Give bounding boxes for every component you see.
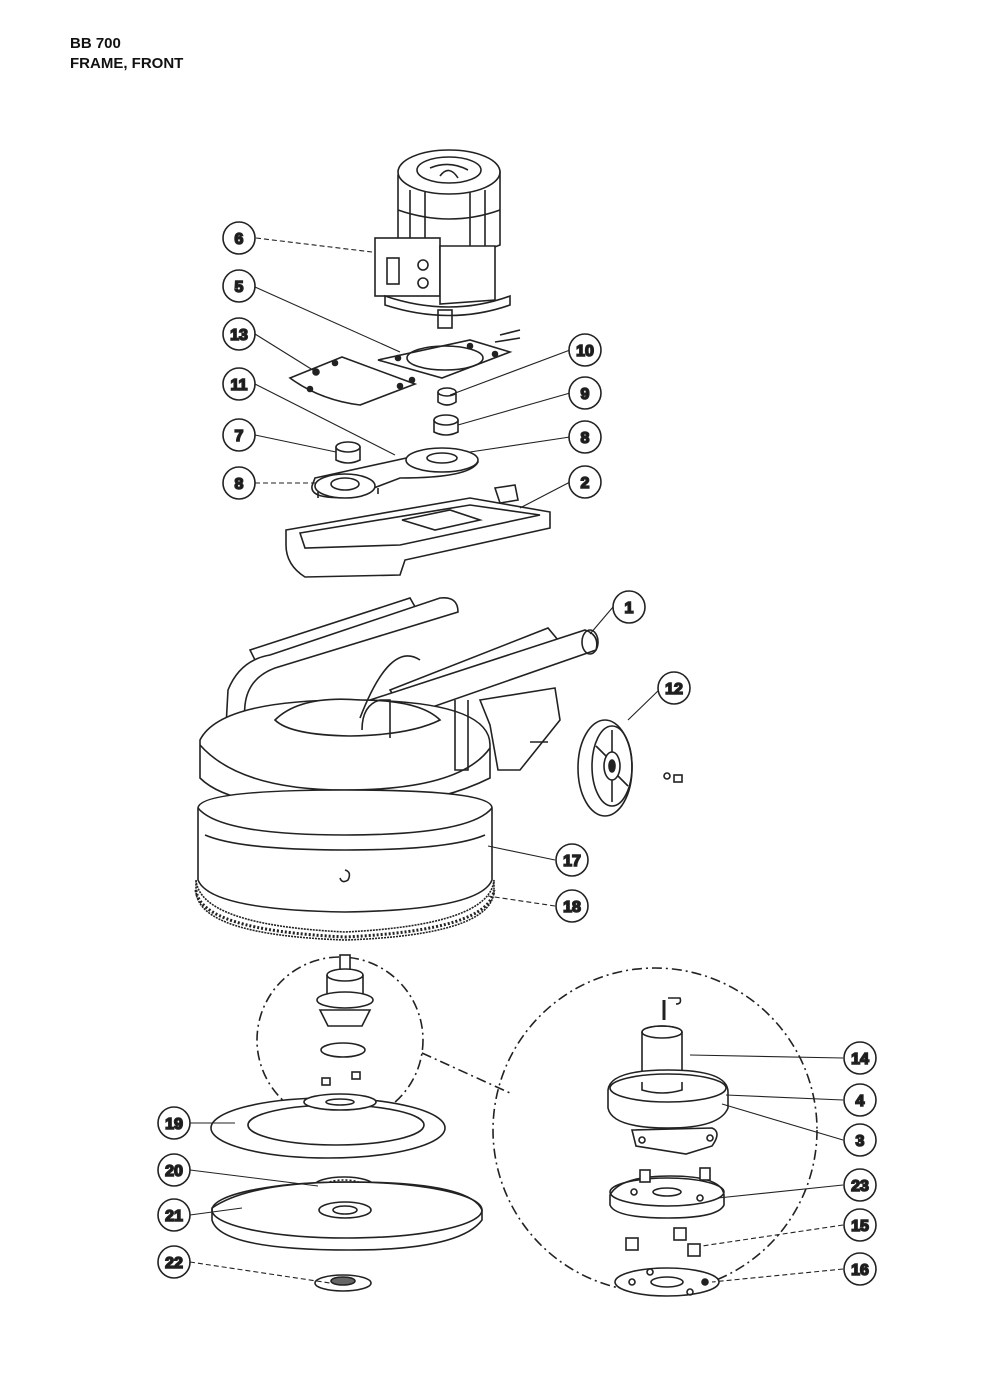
callout-12: 12 xyxy=(657,671,691,705)
svg-text:15: 15 xyxy=(851,1218,869,1235)
hub-part xyxy=(314,1274,372,1292)
callout-23: 23 xyxy=(843,1168,877,1202)
callout-7: 7 xyxy=(222,418,256,452)
callout-6: 6 xyxy=(222,221,256,255)
svg-text:5: 5 xyxy=(235,279,244,296)
motor-plate-part xyxy=(285,484,551,578)
svg-text:4: 4 xyxy=(856,1093,865,1110)
wheel-part xyxy=(577,719,683,817)
brush-ring-part xyxy=(194,879,496,941)
callout-15: 15 xyxy=(843,1208,877,1242)
svg-text:12: 12 xyxy=(665,681,683,698)
svg-text:1: 1 xyxy=(625,600,634,617)
svg-text:22: 22 xyxy=(165,1255,183,1272)
pad-disc-part xyxy=(211,1181,483,1251)
callout-3: 3 xyxy=(843,1123,877,1157)
callout-21: 21 xyxy=(157,1198,191,1232)
callout-18: 18 xyxy=(555,889,589,923)
svg-text:16: 16 xyxy=(851,1262,869,1279)
callout-19: 19 xyxy=(157,1106,191,1140)
detail-circle-left xyxy=(256,954,424,1124)
belt-drive-part xyxy=(311,447,479,499)
callout-8-left: 8 xyxy=(222,466,256,500)
callout-20: 20 xyxy=(157,1153,191,1187)
svg-text:7: 7 xyxy=(235,428,244,445)
callout-5: 5 xyxy=(222,269,256,303)
svg-text:8: 8 xyxy=(581,430,590,447)
svg-text:13: 13 xyxy=(230,327,248,344)
callout-8-right: 8 xyxy=(568,420,602,454)
callout-14: 14 xyxy=(843,1041,877,1075)
svg-text:18: 18 xyxy=(563,899,581,916)
svg-text:11: 11 xyxy=(231,377,248,394)
leader-lines xyxy=(189,237,844,1284)
svg-text:20: 20 xyxy=(165,1163,183,1180)
callout-9: 9 xyxy=(568,376,602,410)
callout-16: 16 xyxy=(843,1252,877,1286)
callout-1: 1 xyxy=(612,590,646,624)
frame-handle-part xyxy=(199,596,599,809)
svg-text:14: 14 xyxy=(851,1051,869,1068)
callout-22: 22 xyxy=(157,1245,191,1279)
cover-plate-part xyxy=(288,356,418,406)
section-name: FRAME, FRONT xyxy=(70,55,184,72)
model-name: BB 700 xyxy=(70,35,121,52)
svg-text:23: 23 xyxy=(851,1178,869,1195)
callout-11: 11 xyxy=(222,367,256,401)
svg-text:9: 9 xyxy=(581,386,590,403)
callout-2: 2 xyxy=(568,465,602,499)
callout-13: 13 xyxy=(222,317,256,351)
bushing-parts xyxy=(335,387,459,464)
svg-text:17: 17 xyxy=(563,853,581,870)
page-title: BB 700 FRAME, FRONT xyxy=(70,34,183,74)
callout-17: 17 xyxy=(555,843,589,877)
svg-text:6: 6 xyxy=(235,231,244,248)
gasket-part xyxy=(377,337,521,384)
callout-10: 10 xyxy=(568,333,602,367)
svg-text:8: 8 xyxy=(235,476,244,493)
callout-4: 4 xyxy=(843,1083,877,1117)
svg-text:2: 2 xyxy=(581,475,590,492)
svg-text:21: 21 xyxy=(165,1208,183,1225)
svg-text:3: 3 xyxy=(856,1133,865,1150)
motor-part xyxy=(374,149,521,336)
skirt-part xyxy=(197,789,493,913)
svg-text:19: 19 xyxy=(165,1116,183,1133)
svg-text:10: 10 xyxy=(576,343,594,360)
driving-disc-part xyxy=(210,1093,446,1159)
detail-circle-right xyxy=(421,967,818,1297)
